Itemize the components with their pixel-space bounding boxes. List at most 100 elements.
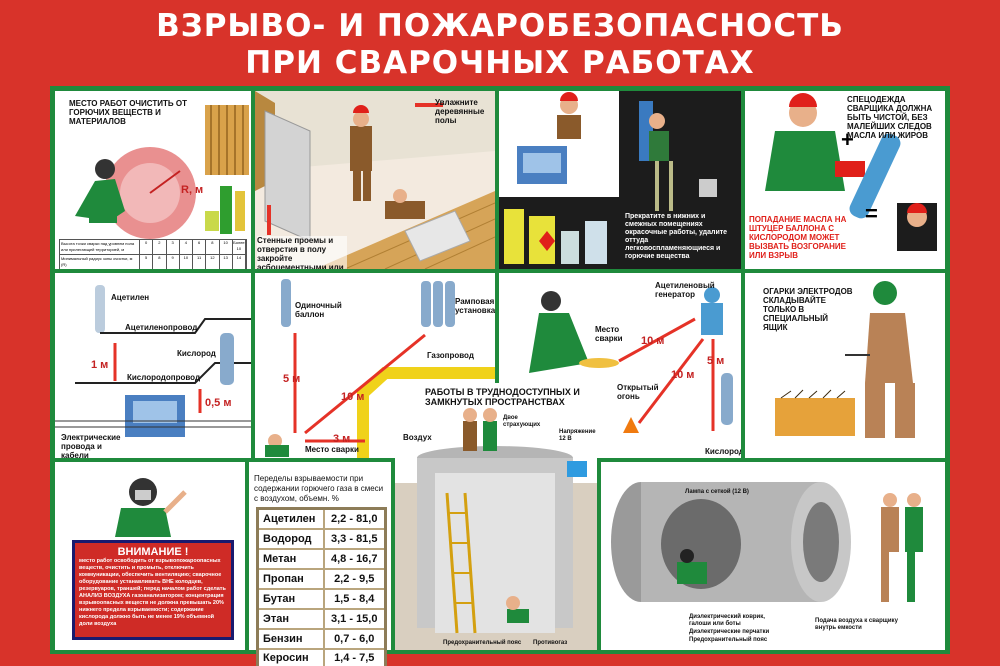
attention-text: место работ освободить от взрывопожарооп… [79, 558, 226, 627]
gas-limit-value: 2,2 - 81,0 [322, 507, 387, 530]
limits-caption: Переделы взрываемости при содержании гор… [254, 474, 384, 503]
panel1-caption: МЕСТО РАБОТ ОЧИСТИТЬ ОТ ГОРЮЧИХ ВЕЩЕСТВ … [69, 99, 187, 126]
gas-limit-value: 3,3 - 81,5 [322, 527, 387, 550]
label-lamp: Лампа с сеткой (12 В) [685, 489, 749, 495]
gas-name: Водород [256, 527, 325, 550]
electrode-box-illustration [775, 281, 915, 438]
gas-limit-value: 3,1 - 15,0 [322, 607, 387, 630]
label-mat: Диэлектрический коврик, галоши или боты [689, 614, 765, 627]
plus-sign: + [841, 127, 854, 152]
gas-name: Этан [256, 607, 325, 630]
label-two-insurers: Двое страхующих [503, 415, 541, 428]
dist-3m: 3 м [333, 433, 351, 445]
clearance-radius-cell: 9 [167, 255, 180, 269]
clearance-radius-cell: 8 [153, 255, 167, 269]
attention-box: ВНИМАНИЕ ! место работ освободить от взр… [72, 540, 234, 640]
arrow-wet-floors [415, 103, 443, 107]
panel-pipe-distances: Ацетилен Ацетиленопровод Кислород Кислор… [55, 273, 251, 458]
clearance-radius-cell: 12 [206, 255, 220, 269]
panel-confined-spaces: РАБОТЫ В ТРУДНОДОСТУПНЫХ И ЗАМКНУТЫХ ПРО… [395, 383, 597, 650]
dist-5m-7: 5 м [707, 355, 725, 367]
equals-sign: = [865, 201, 878, 226]
label-air: Воздух [403, 433, 432, 442]
clearance-radius-cell: 5 [140, 255, 154, 269]
label-oxygen: Кислород [177, 349, 216, 358]
panel3-caption: Прекратите в нижних и смежных помещениях… [625, 213, 728, 260]
label-voltage: Напряжение 12 В [559, 429, 596, 442]
oil-cylinder-illustration [765, 93, 937, 251]
panel2-caption-bottom: Стенные проемы и отверстия в полу закрой… [257, 236, 347, 269]
clearance-height-cell: 0 [140, 240, 154, 254]
clearance-heights-label: Высота точки сварки над уровнем пола или… [60, 240, 140, 254]
dist-5m: 5 м [283, 373, 301, 385]
cylinders-illustration [265, 279, 495, 458]
dist-1m: 1 м [91, 359, 109, 371]
label-weld-place: Место сварки [305, 445, 359, 454]
label-gas-mask: Противогаз [533, 640, 568, 646]
attention-heading: ВНИМАНИЕ ! [117, 546, 189, 558]
dist-10m-b: 10 м [671, 369, 695, 381]
clearance-height-cell: 6 [193, 240, 207, 254]
poster-title: ВЗРЫВО- И ПОЖАРОБЕЗОПАСНОСТЬ ПРИ СВАРОЧН… [0, 8, 1000, 82]
label-belt: Предохранительный пояс [443, 640, 522, 646]
pipes-illustration [55, 285, 251, 437]
clearance-radius-cell: 13 [220, 255, 233, 269]
instructor-illustration [115, 478, 187, 537]
label-weld-place-7: Место сварки [595, 325, 623, 343]
label-gas-pipe: Газопровод [427, 351, 474, 360]
generator-illustration [529, 287, 733, 433]
dist-10m: 10 м [341, 391, 365, 403]
dist-10m-a: 10 м [641, 335, 665, 347]
confined-title: РАБОТЫ В ТРУДНОДОСТУПНЫХ И ЗАМКНУТЫХ ПРО… [425, 387, 580, 407]
dist-05m: 0,5 м [205, 397, 232, 409]
label-cables: Электрические провода и кабели [61, 433, 121, 458]
gas-name: Ацетилен [256, 507, 325, 530]
panel-clean-clothing: СПЕЦОДЕЖДА СВАРЩИКА ДОЛЖНА БЫТЬ ЧИСТОЙ, … [745, 91, 945, 269]
title-line-2: ПРИ СВАРОЧНЫХ РАБОТАХ [245, 45, 755, 81]
radius-label: R, м [181, 184, 204, 196]
clearance-height-cell: Более 10 [233, 240, 246, 254]
label-acetylene: Ацетилен [111, 293, 150, 302]
gas-limit-value: 4,8 - 16,7 [322, 547, 387, 570]
clearance-height-cell: 8 [206, 240, 220, 254]
label-air-supply: Подача воздуха к сварщику внутрь емкости [815, 618, 898, 631]
clearance-table: Высота точки сварки над уровнем пола или… [59, 239, 247, 269]
label-belt-tank: Предохранительный пояс [689, 637, 768, 643]
welder-clear-area-illustration [75, 105, 249, 239]
title-line-1: ВЗРЫВО- И ПОЖАРОБЕЗОПАСНОСТЬ [156, 8, 844, 44]
panel-wet-floors: Увлажните деревянные полы Стенные проемы… [255, 91, 495, 269]
well-illustration [395, 408, 597, 650]
gas-limit-value: 0,7 - 6,0 [322, 627, 387, 650]
label-ramp: Рамповая установка [455, 297, 495, 315]
panel-stop-painting: Прекратите в нижних и смежных помещениях… [499, 91, 741, 269]
painting-stop-illustration [504, 92, 717, 264]
label-acetylene-pipe: Ацетиленопровод [125, 323, 198, 332]
panel4-caption-top: СПЕЦОДЕЖДА СВАРЩИКА ДОЛЖНА БЫТЬ ЧИСТОЙ, … [847, 95, 933, 140]
gas-limit-value: 2,2 - 9,5 [322, 567, 387, 590]
gas-limit-value: 1,5 - 8,4 [322, 587, 387, 610]
panel4-caption-bottom: ПОПАДАНИЕ МАСЛА НА ШТУЦЕР БАЛЛОНА С КИСЛ… [749, 215, 847, 260]
clearance-radius-cell: 11 [193, 255, 207, 269]
gas-name: Пропан [256, 567, 325, 590]
label-single-cylinder: Одиночный баллон [295, 301, 342, 319]
floor-wetting-illustration [255, 91, 495, 269]
clearance-radius-label: Минимальный радиус зоны очистки, м (R) [60, 255, 140, 269]
gas-name: Метан [256, 547, 325, 570]
label-generator: Ацетиленовый генератор [655, 281, 715, 299]
clearance-radius-cell: 14 [233, 255, 246, 269]
clearance-radius-cell: 10 [180, 255, 193, 269]
label-oxygen-7: Кислород [705, 447, 741, 456]
clearance-height-cell: 4 [180, 240, 193, 254]
clearance-height-cell: 10 [220, 240, 233, 254]
gas-name: Бензин [256, 627, 325, 650]
arrow-openings [267, 205, 271, 235]
panel-cylinder-distances: Одиночный баллон Рамповая установка Газо… [255, 273, 495, 458]
